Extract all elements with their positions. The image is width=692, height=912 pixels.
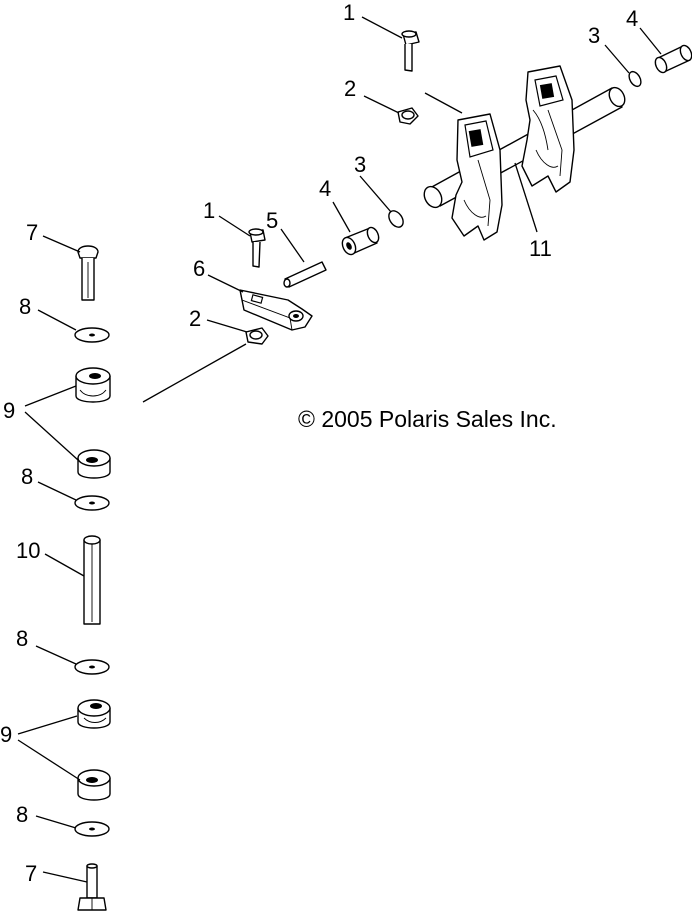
callout-nut-mid: 2 [189,306,201,331]
callout-bushing-pair-bottom: 9 [0,722,12,747]
oring-mid [388,210,404,228]
bushing-mid [341,226,380,256]
arm [239,289,313,331]
bolt-mid [248,228,266,268]
washer-1 [74,327,110,343]
washer-2 [74,495,110,511]
bushing-lower-b [77,769,111,801]
callout-washer-3: 8 [16,626,28,651]
bushing-upper-a [75,367,111,403]
callout-washer-4: 8 [16,802,28,827]
bushing-top [654,44,692,74]
bushing-lower-a [77,699,111,729]
callout-bushing-top: 4 [626,6,638,31]
callout-pin: 5 [266,208,278,233]
frame-assembly [423,65,626,241]
callout-labels: 1 2 3 4 3 4 1 5 6 2 11 7 8 9 8 10 8 9 8 … [0,0,638,886]
callout-bushing-mid: 4 [319,176,331,201]
callout-bolt-left-bottom: 7 [25,861,37,886]
callout-nut-top: 2 [344,76,356,101]
nut-top [397,107,419,125]
bolt-top [401,30,420,72]
bolt-left-top [77,245,99,301]
callout-washer-1: 8 [19,294,31,319]
washer-4 [74,821,110,837]
callout-bolt-left-top: 7 [26,220,38,245]
axis-line [142,343,247,403]
bolt-left-bottom [77,863,107,911]
callout-oring-mid: 3 [354,152,366,177]
callout-bolt-top: 1 [343,0,355,25]
callout-bushing-pair-top: 9 [3,398,15,423]
callout-washer-2: 8 [21,464,33,489]
callout-shaft: 10 [16,538,40,563]
pin [283,261,327,288]
shaft [83,535,101,625]
washer-3 [74,659,110,675]
copyright-notice: © 2005 Polaris Sales Inc. [298,406,557,432]
nut-mid [245,327,269,345]
oring-top [628,70,642,88]
callout-oring-top: 3 [588,23,600,48]
callout-frame: 11 [529,236,552,261]
callout-bolt-mid: 1 [203,198,215,223]
callout-arm: 6 [193,256,205,281]
leader-lines [17,16,662,883]
bushing-upper-b [77,449,111,479]
